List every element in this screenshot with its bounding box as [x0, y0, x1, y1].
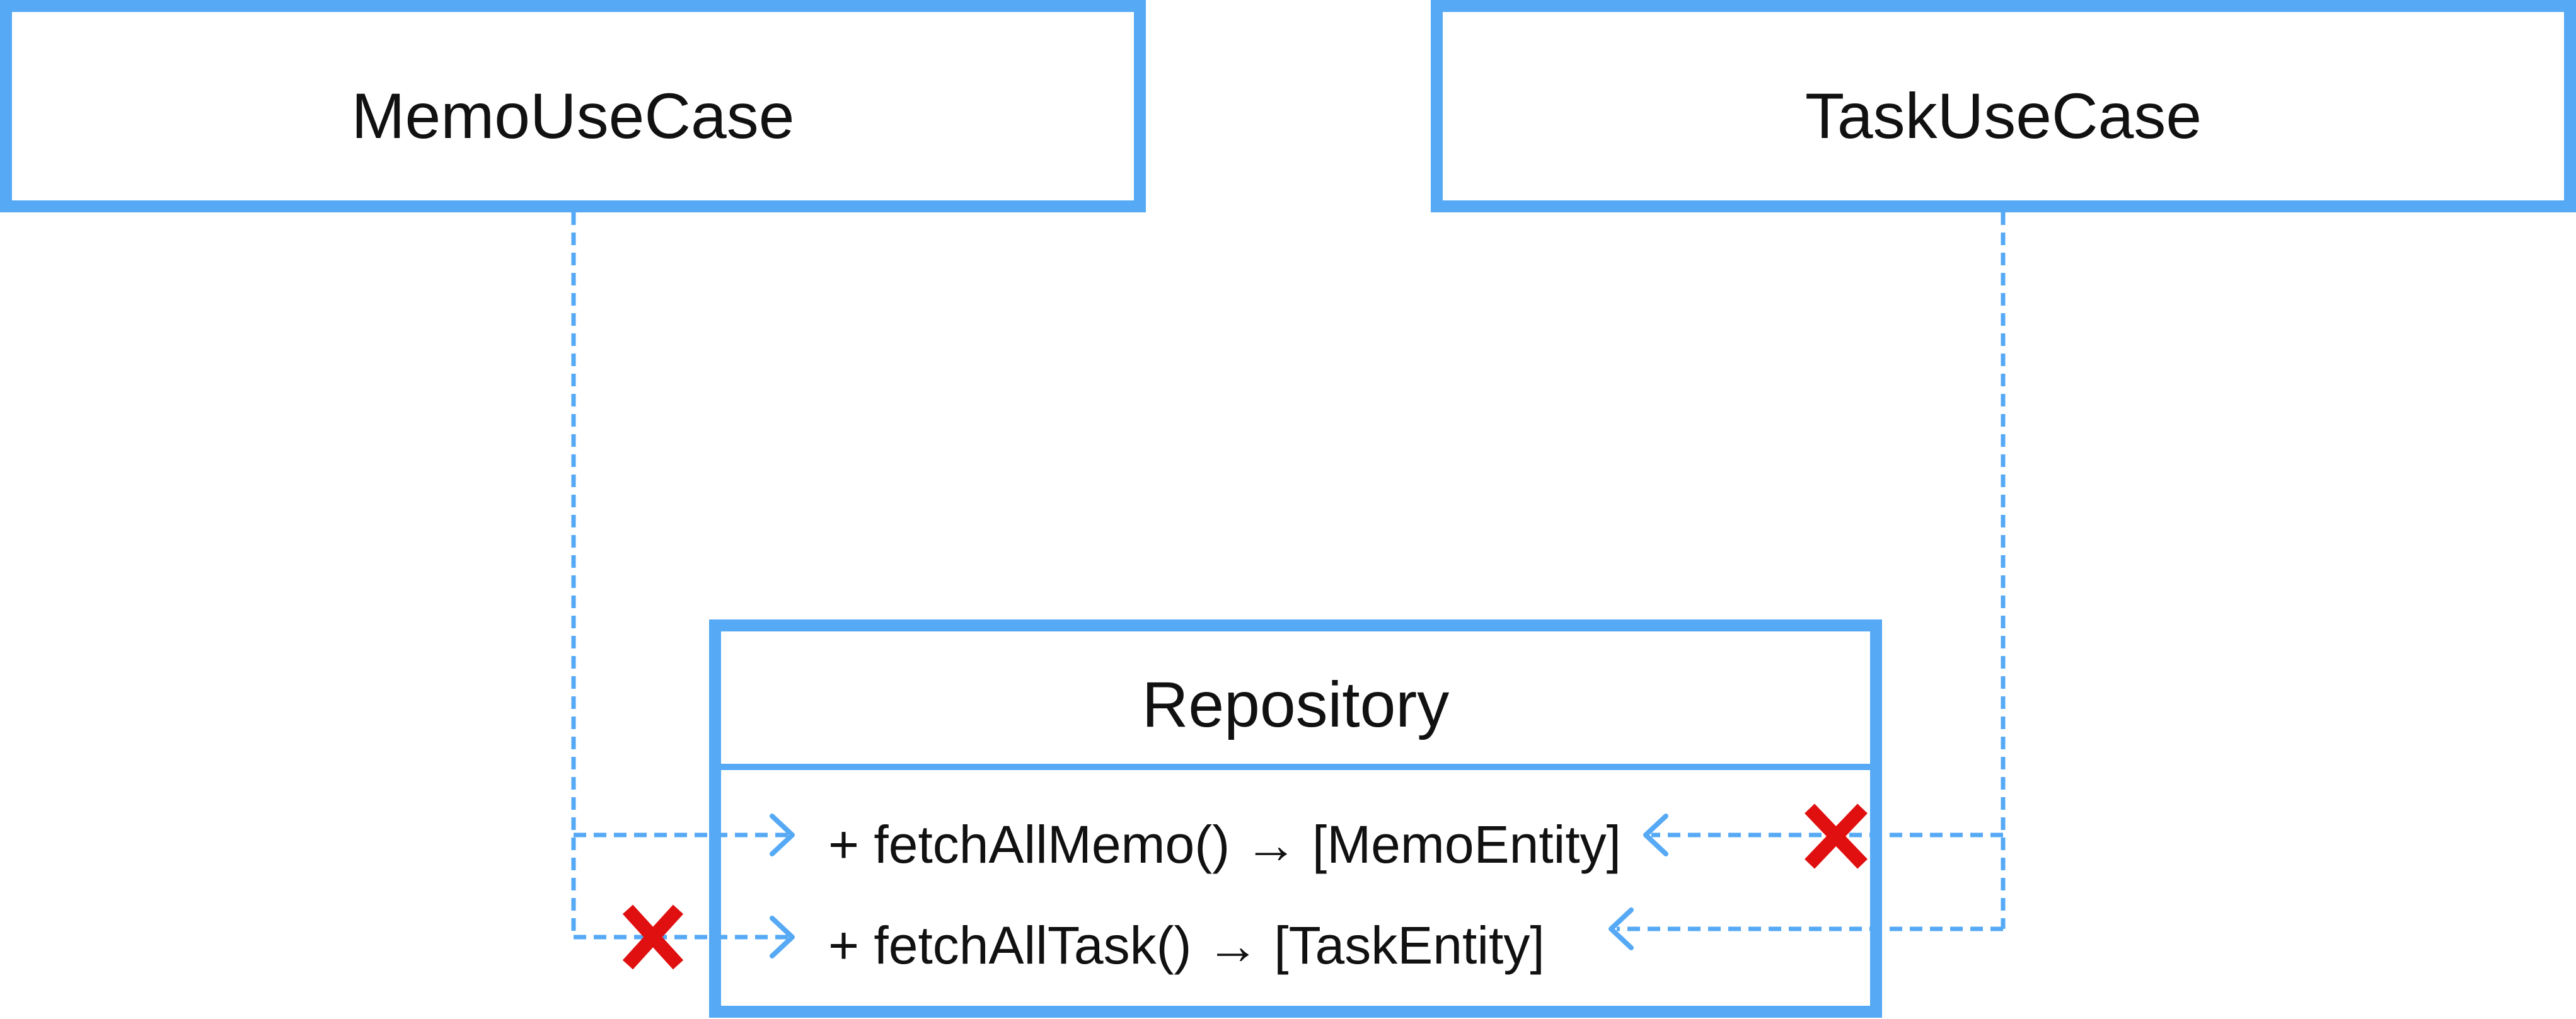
- memo-use-case-box: MemoUseCase: [0, 0, 1146, 212]
- method-fetch-all-memo: + fetchAllMemo() → [MemoEntity]: [828, 815, 1621, 874]
- blocked-x-icon-memo-to-task: [622, 904, 684, 970]
- repository-box: Repository + fetchAllMemo() → [MemoEntit…: [709, 619, 1882, 1018]
- repository-divider: [721, 764, 1870, 770]
- method-fetch-all-task: + fetchAllTask() → [TaskEntity]: [828, 916, 1545, 975]
- task-use-case-box: TaskUseCase: [1431, 0, 2576, 212]
- memo-use-case-title: MemoUseCase: [351, 80, 795, 152]
- task-use-case-title: TaskUseCase: [1805, 80, 2202, 152]
- repository-title: Repository: [1141, 669, 1450, 740]
